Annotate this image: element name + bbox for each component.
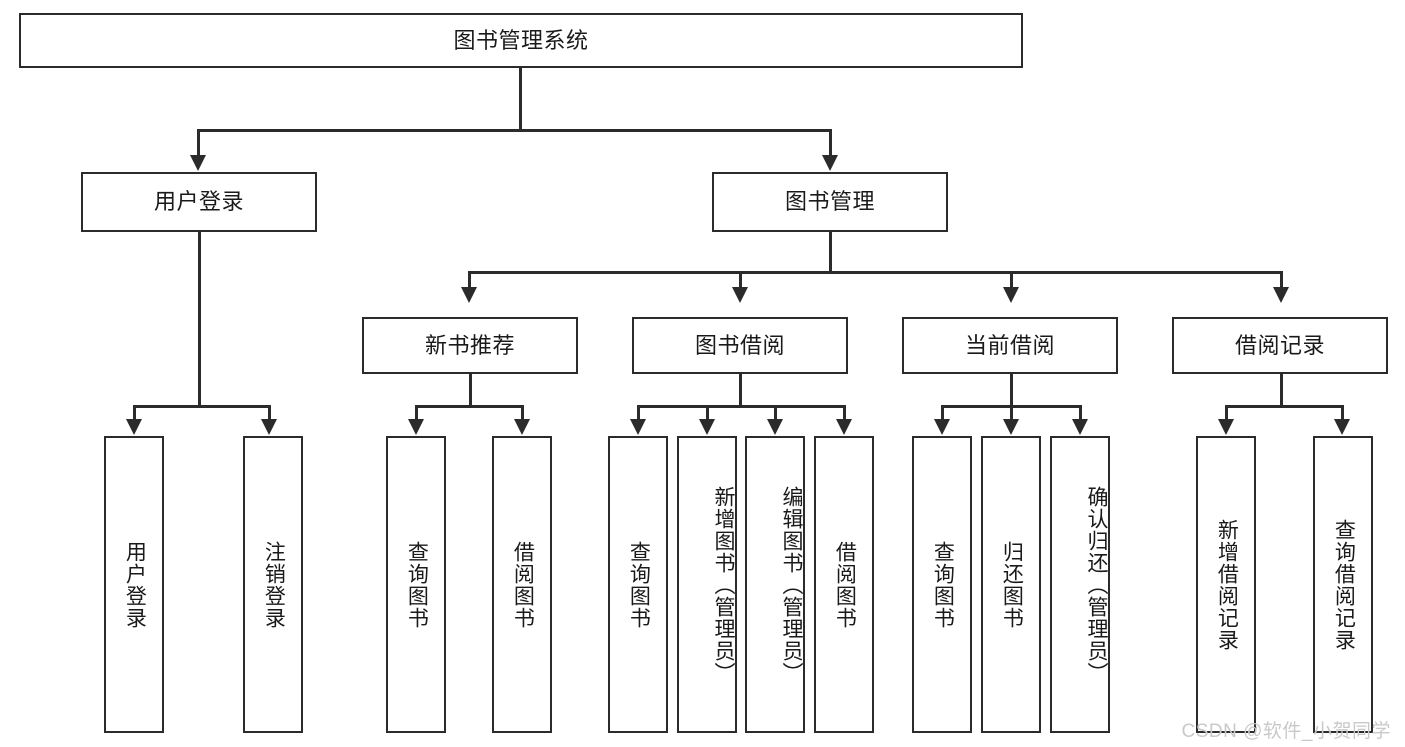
connector-nbr-bar	[415, 405, 523, 408]
node-label: 用户登录	[153, 189, 244, 215]
arrow-to-user-login	[190, 155, 206, 171]
arrow-to-leaf-add-book-admin	[699, 419, 715, 435]
node-label: 查询图书	[405, 540, 429, 629]
connector-bb-drop-1	[637, 405, 640, 421]
connector-root-bar	[197, 129, 831, 132]
connector-cb-stem	[1010, 374, 1013, 406]
node-current-borrow[interactable]: 当前借阅	[902, 317, 1118, 374]
node-label: 新增借阅记录	[1215, 518, 1239, 651]
leaf-confirm-return-admin[interactable]: 确认归还（管理员）	[1050, 436, 1110, 733]
connector-user-login-drop-1	[133, 405, 136, 421]
connector-bb-bar	[637, 405, 845, 408]
node-user-login[interactable]: 用户登录	[81, 172, 317, 232]
arrow-to-leaf-edit-book-admin	[767, 419, 783, 435]
arrow-to-leaf-borrow-book-1	[514, 419, 530, 435]
leaf-add-book-admin[interactable]: 新增图书（管理员）	[677, 436, 737, 733]
node-label: 编辑图书（管理员）	[780, 485, 803, 684]
connector-bm-drop-3	[1010, 271, 1013, 289]
node-new-book-recommend[interactable]: 新书推荐	[362, 317, 578, 374]
node-label: 借阅图书	[511, 540, 535, 629]
node-borrow-record[interactable]: 借阅记录	[1172, 317, 1388, 374]
node-label: 用户登录	[123, 540, 147, 629]
arrow-to-leaf-confirm-return-admin	[1072, 419, 1088, 435]
leaf-return-book[interactable]: 归还图书	[981, 436, 1041, 733]
node-label: 图书管理	[784, 189, 875, 215]
arrow-to-leaf-query-book-1	[408, 419, 424, 435]
arrow-to-leaf-add-borrow-record	[1218, 419, 1234, 435]
connector-root-stem	[519, 68, 522, 130]
connector-cb-drop-1	[941, 405, 944, 421]
arrow-to-leaf-user-login	[126, 419, 142, 435]
leaf-query-borrow-record[interactable]: 查询借阅记录	[1313, 436, 1373, 733]
arrow-to-leaf-logout-login	[261, 419, 277, 435]
arrow-to-leaf-return-book	[1003, 419, 1019, 435]
connector-root-drop-left	[197, 129, 200, 157]
node-label: 归还图书	[1000, 540, 1024, 629]
node-label: 新书推荐	[424, 332, 515, 358]
leaf-user-login[interactable]: 用户登录	[104, 436, 164, 733]
connector-nbr-drop-2	[521, 405, 524, 421]
leaf-query-book-3[interactable]: 查询图书	[912, 436, 972, 733]
connector-bm-drop-4	[1280, 271, 1283, 289]
connector-cb-drop-2	[1010, 405, 1013, 421]
node-root-book-management-system[interactable]: 图书管理系统	[19, 13, 1023, 68]
node-label: 借阅图书	[833, 540, 857, 629]
arrow-to-leaf-query-book-3	[934, 419, 950, 435]
connector-br-drop-2	[1341, 405, 1344, 421]
leaf-query-book-1[interactable]: 查询图书	[386, 436, 446, 733]
arrow-to-new-book-recommend	[461, 287, 477, 303]
connector-nbr-stem	[469, 374, 472, 406]
connector-user-login-stem	[198, 232, 201, 406]
node-label: 查询图书	[627, 540, 651, 629]
connector-book-management-stem	[829, 232, 832, 272]
node-label: 借阅记录	[1234, 332, 1325, 358]
node-label: 注销登录	[262, 540, 286, 629]
leaf-query-book-2[interactable]: 查询图书	[608, 436, 668, 733]
connector-root-drop-right	[829, 129, 832, 157]
connector-bb-stem	[739, 374, 742, 406]
node-book-management[interactable]: 图书管理	[712, 172, 948, 232]
arrow-to-leaf-borrow-book-2	[836, 419, 852, 435]
connector-bb-drop-4	[843, 405, 846, 421]
connector-br-drop-1	[1225, 405, 1228, 421]
node-label: 确认归还（管理员）	[1085, 485, 1108, 684]
node-label: 图书管理系统	[453, 27, 589, 53]
connector-book-management-bar	[468, 271, 1282, 274]
connector-cb-drop-3	[1079, 405, 1082, 421]
connector-user-login-bar	[133, 405, 270, 408]
node-label: 查询借阅记录	[1332, 518, 1356, 651]
leaf-logout-login[interactable]: 注销登录	[243, 436, 303, 733]
connector-bb-drop-2	[706, 405, 709, 421]
leaf-borrow-book-1[interactable]: 借阅图书	[492, 436, 552, 733]
arrow-to-current-borrow	[1003, 287, 1019, 303]
leaf-edit-book-admin[interactable]: 编辑图书（管理员）	[745, 436, 805, 733]
connector-nbr-drop-1	[415, 405, 418, 421]
connector-bb-drop-3	[774, 405, 777, 421]
node-label: 当前借阅	[964, 332, 1055, 358]
node-label: 图书借阅	[694, 332, 785, 358]
arrow-to-leaf-query-book-2	[630, 419, 646, 435]
arrow-to-book-management	[822, 155, 838, 171]
node-label: 新增图书（管理员）	[712, 485, 735, 684]
arrow-to-borrow-record	[1273, 287, 1289, 303]
arrow-to-leaf-query-borrow-record	[1334, 419, 1350, 435]
leaf-add-borrow-record[interactable]: 新增借阅记录	[1196, 436, 1256, 733]
connector-br-stem	[1280, 374, 1283, 406]
node-label: 查询图书	[931, 540, 955, 629]
leaf-borrow-book-2[interactable]: 借阅图书	[814, 436, 874, 733]
connector-user-login-drop-2	[268, 405, 271, 421]
connector-br-bar	[1225, 405, 1343, 408]
connector-bm-drop-2	[739, 271, 742, 289]
node-book-borrow[interactable]: 图书借阅	[632, 317, 848, 374]
arrow-to-book-borrow	[732, 287, 748, 303]
connector-bm-drop-1	[468, 271, 471, 289]
